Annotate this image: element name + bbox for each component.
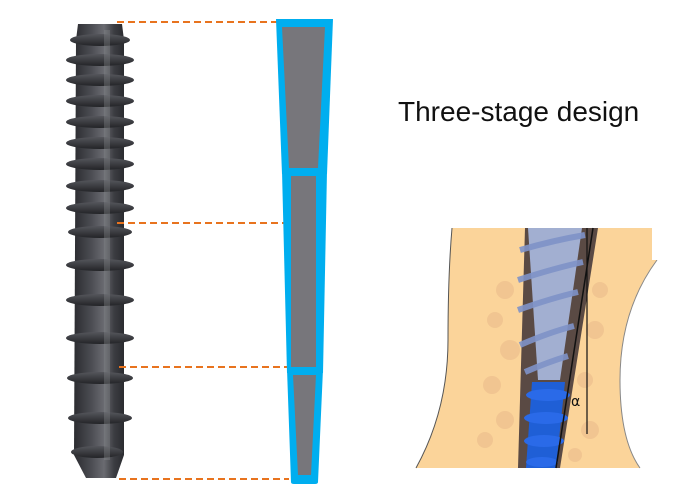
bone-insertion-diagram bbox=[415, 227, 658, 469]
stage-diagram bbox=[276, 19, 333, 484]
angle-alpha-label: α bbox=[571, 394, 581, 410]
diagram-title: Three-stage design bbox=[398, 96, 640, 127]
guide-lines bbox=[117, 21, 289, 480]
